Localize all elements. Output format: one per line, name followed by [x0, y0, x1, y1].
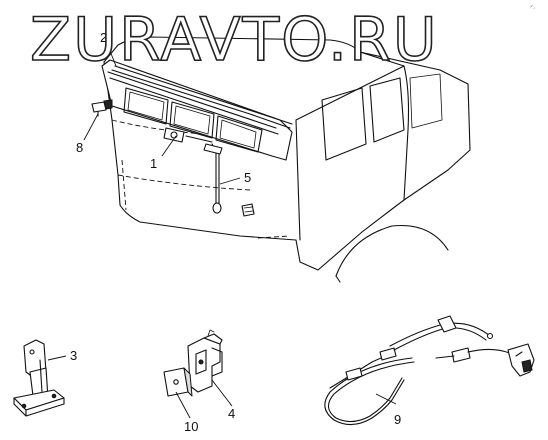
- leader-10: [175, 391, 191, 419]
- callout-5: 5: [244, 170, 251, 185]
- vehicle-body: [103, 36, 471, 283]
- leader-8: [83, 113, 99, 141]
- leader-5: [219, 177, 241, 185]
- callout-10: 10: [184, 419, 198, 434]
- latch-bracket: [187, 329, 223, 393]
- callout-2: 2: [100, 30, 107, 45]
- leader-9: [375, 393, 397, 405]
- corner-mark: ᐟ·: [530, 5, 535, 12]
- release-cable: [324, 315, 535, 426]
- callout-4: 4: [228, 406, 235, 421]
- striker-bolt: [91, 99, 113, 117]
- watermark-text: ZURAVTO.RU: [30, 5, 439, 75]
- callout-9: 9: [394, 412, 401, 427]
- leader-1: [161, 135, 177, 157]
- callout-1: 1: [150, 156, 157, 171]
- door-latch: [163, 127, 213, 143]
- leader-4: [211, 379, 233, 407]
- door-hinge: [13, 339, 65, 417]
- mounting-plate: [163, 367, 193, 397]
- leader-2: [107, 45, 117, 67]
- rear-door-panel: [101, 59, 293, 161]
- latch-rod: [203, 143, 223, 214]
- leader-3: [47, 355, 67, 361]
- callout-8: 8: [76, 140, 83, 155]
- callout-3: 3: [70, 348, 77, 363]
